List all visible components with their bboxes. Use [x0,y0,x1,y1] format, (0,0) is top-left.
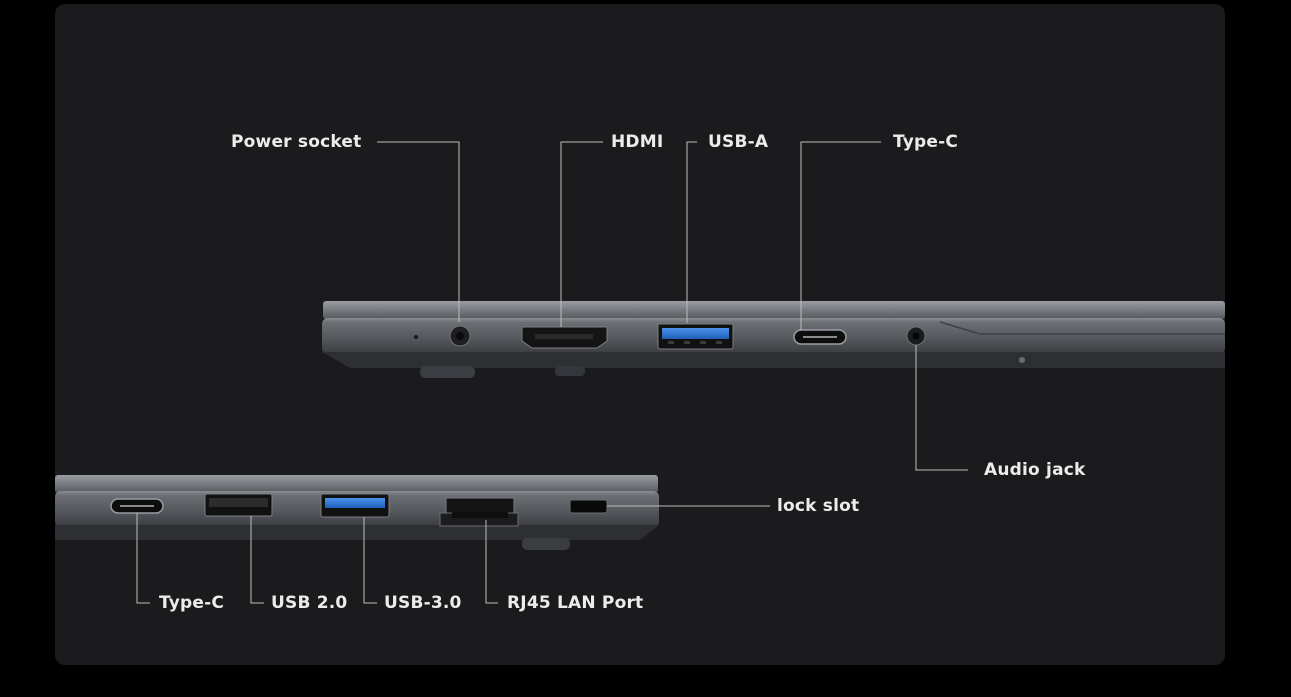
label-lock-slot: lock slot [777,496,860,516]
laptop-right-lid [323,301,1225,319]
leader-lines [136,141,968,604]
label-audio-jack: Audio jack [984,460,1086,480]
label-usb-3: USB-3.0 [384,593,462,613]
leader-power-socket [377,141,460,322]
leader-usb-3 [363,517,377,604]
label-type-c: Type-C [893,132,959,152]
leader-usb-2 [250,516,264,604]
leader-hdmi [560,141,603,327]
leader-rj45 [485,520,498,604]
laptop-right-side [322,301,1225,378]
label-rj45: RJ45 LAN Port [507,593,644,613]
leader-usb-a [686,141,697,323]
leader-type-c-left [136,513,150,604]
label-usb-a: USB-A [708,132,769,152]
leader-audio-jack [915,345,968,471]
label-hdmi: HDMI [611,132,664,152]
label-usb-2: USB 2.0 [271,593,348,613]
power-led-icon [414,335,418,339]
rj45-port-icon [439,497,519,527]
leader-type-c [800,141,881,330]
lock-slot-port-icon [569,499,608,514]
label-type-c-left: Type-C [159,593,225,613]
label-power-socket: Power socket [231,132,362,152]
laptop-left-side [55,475,659,550]
laptop-left-lid [55,475,658,493]
